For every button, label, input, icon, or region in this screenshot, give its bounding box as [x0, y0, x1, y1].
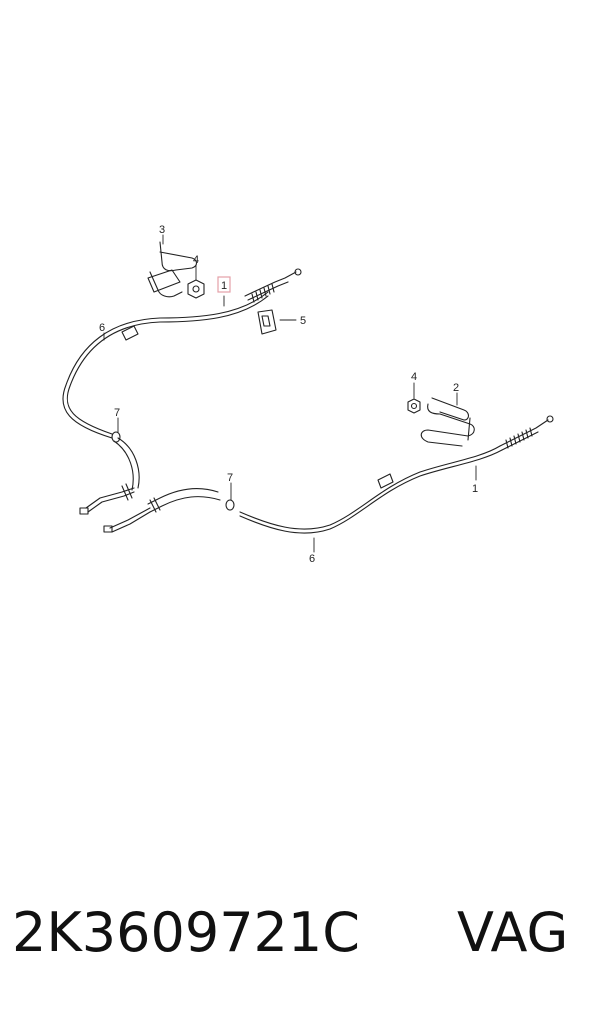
parts-diagram: 3 4 1 5 6 7 7 6 4 2 1 — [62, 224, 554, 565]
callout-4-upper: 4 — [193, 254, 199, 266]
nut-part-4-right — [407, 398, 421, 414]
callout-1-upper: 1 — [221, 280, 227, 292]
callout-4-right: 4 — [411, 371, 417, 383]
highlight-box — [217, 276, 231, 293]
left-cable-end-fitting — [244, 268, 302, 303]
callout-3: 3 — [159, 224, 165, 236]
callout-1-right: 1 — [472, 483, 478, 495]
part-number: 2K3609721C — [12, 901, 360, 964]
callout-6-left: 6 — [99, 322, 105, 334]
callout-7-left: 7 — [114, 407, 120, 419]
clamp-part-7-middle — [225, 499, 235, 511]
caption: 2K3609721C VAG — [12, 893, 592, 973]
callout-2: 2 — [453, 382, 459, 394]
nut-part-4-upper — [187, 279, 205, 299]
right-brake-cable — [239, 415, 554, 534]
leader-lines — [103, 234, 477, 553]
left-brake-cable — [62, 291, 269, 515]
bracket-part-2 — [420, 397, 475, 447]
middle-cable-segment — [103, 488, 221, 533]
brand-name: VAG — [457, 901, 569, 964]
callout-6-lower: 6 — [309, 553, 315, 565]
clip-part-5 — [257, 309, 277, 335]
callout-5: 5 — [300, 315, 306, 327]
bracket-part-3 — [147, 241, 198, 298]
callout-7-middle: 7 — [227, 472, 233, 484]
clamp-part-7-left — [111, 431, 121, 443]
